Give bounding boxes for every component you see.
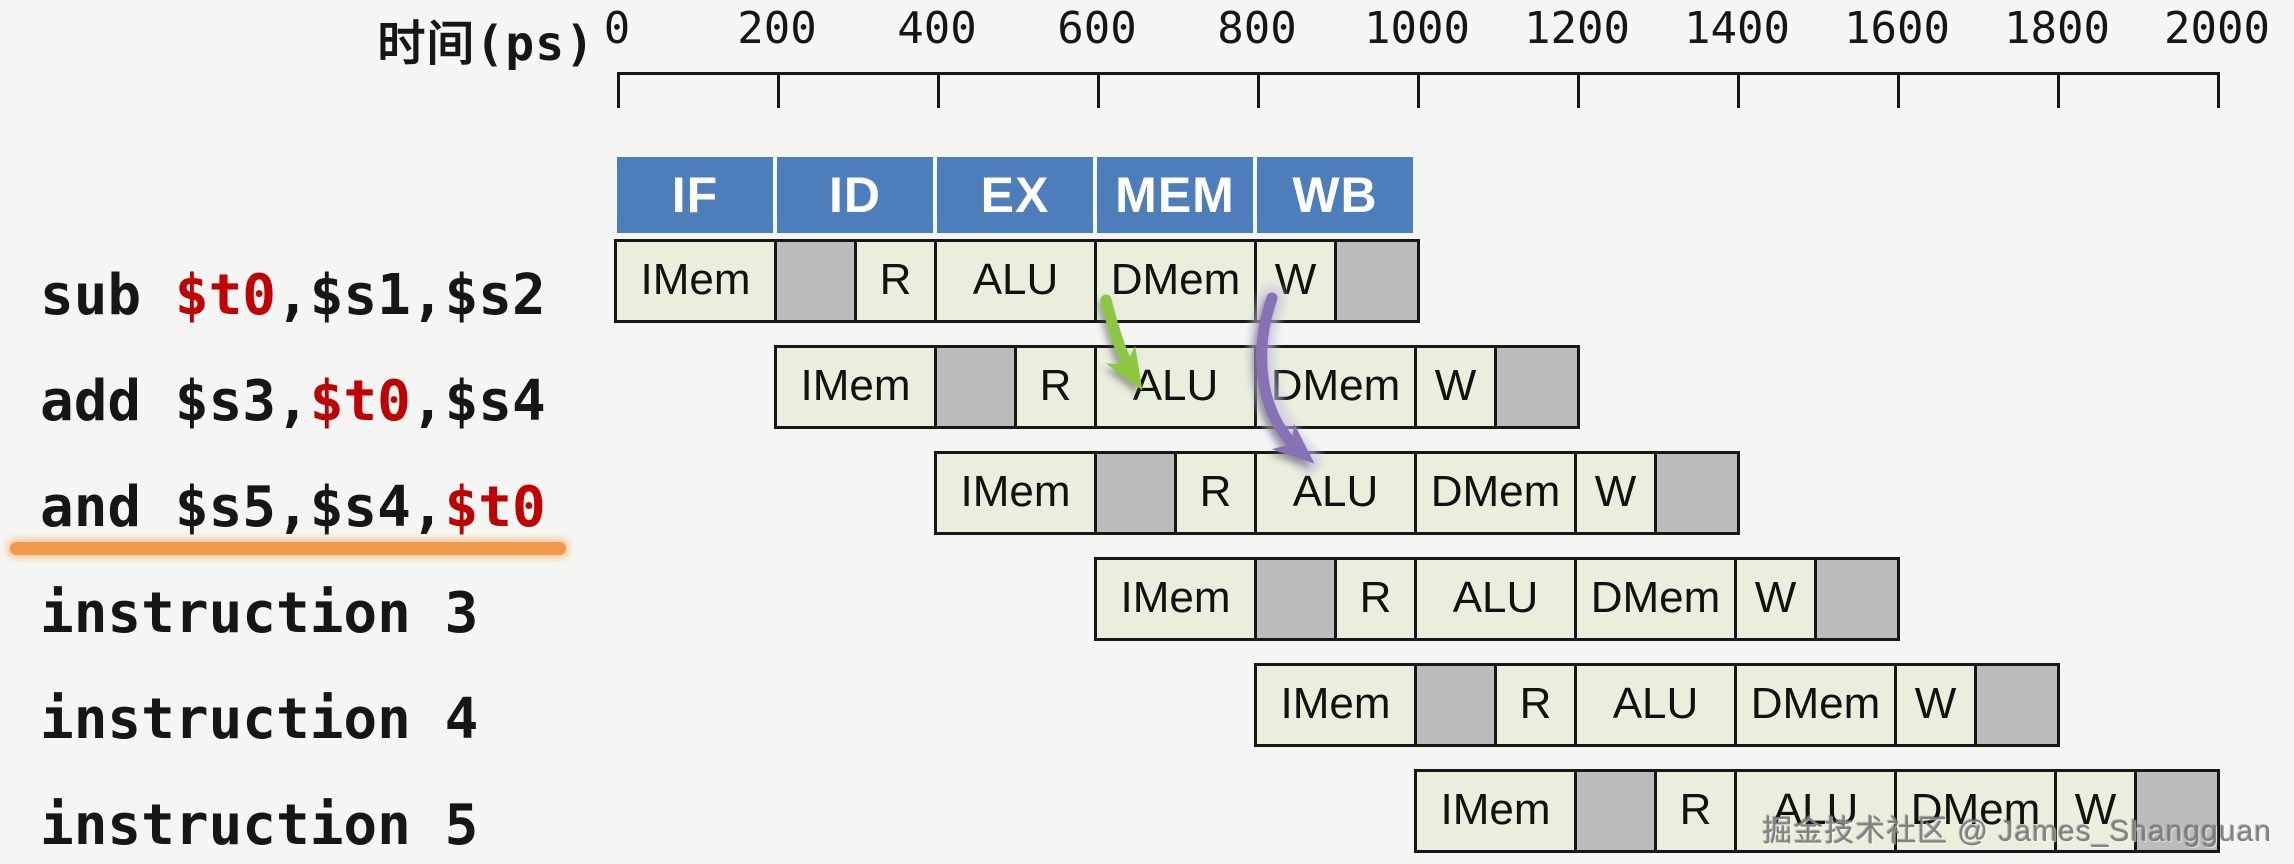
instruction-label-instruction-3: instruction 3 bbox=[40, 571, 478, 655]
pipeline-cell-idle bbox=[1577, 772, 1657, 850]
pipeline-cell-imem: IMem bbox=[1257, 666, 1417, 744]
axis-tick-label: 1200 bbox=[1524, 3, 1630, 54]
pipeline-cell-alu: ALU bbox=[1417, 560, 1577, 638]
pipeline-cell-w: W bbox=[2057, 772, 2137, 850]
instruction-label-instruction-5: instruction 5 bbox=[40, 783, 478, 864]
pipeline-cell-dmem: DMem bbox=[1897, 772, 2057, 850]
axis-tick-mark bbox=[617, 72, 620, 108]
pipeline-cell-w: W bbox=[1257, 242, 1337, 320]
axis-tick-label: 1600 bbox=[1844, 3, 1950, 54]
instruction-text: ,$s4 bbox=[410, 368, 546, 434]
pipeline-cell-r: R bbox=[1497, 666, 1577, 744]
pipeline-cell-r: R bbox=[1177, 454, 1257, 532]
pipeline-cell-dmem: DMem bbox=[1577, 560, 1737, 638]
axis-tick-mark bbox=[1897, 72, 1900, 108]
time-axis-label: 时间(ps) bbox=[377, 16, 595, 72]
pipeline-cell-idle bbox=[1977, 666, 2057, 744]
pipeline-cell-idle bbox=[1337, 242, 1417, 320]
pipeline-cell-w: W bbox=[1897, 666, 1977, 744]
pipeline-cell-r: R bbox=[857, 242, 937, 320]
register-operand-red: $t0 bbox=[444, 474, 546, 540]
pipeline-cell-idle bbox=[1417, 666, 1497, 744]
stage-header-cell-if: IF bbox=[617, 157, 773, 233]
pipeline-cell-w: W bbox=[1737, 560, 1817, 638]
axis-tick-mark bbox=[1257, 72, 1260, 108]
instruction-text: ,$s1,$s2 bbox=[276, 262, 546, 328]
pipeline-cell-imem: IMem bbox=[1097, 560, 1257, 638]
stage-header-cell-id: ID bbox=[777, 157, 933, 233]
instruction-text: instruction 4 bbox=[40, 686, 479, 752]
pipeline-cell-idle bbox=[1497, 348, 1577, 426]
register-operand-red: $t0 bbox=[174, 262, 277, 328]
watermark: 掘金技术社区 @ James_Shangguan bbox=[1762, 815, 2272, 848]
axis-tick-mark bbox=[2057, 72, 2060, 108]
axis-tick-label: 0 bbox=[603, 3, 631, 54]
pipeline-cell-idle bbox=[1097, 454, 1177, 532]
pipeline-cell-alu: ALU bbox=[1737, 772, 1897, 850]
instruction-text: and $s5,$s4, bbox=[40, 474, 445, 540]
pipeline-cell-dmem: DMem bbox=[1417, 454, 1577, 532]
axis-tick-mark bbox=[1577, 72, 1580, 108]
stage-header-cell-mem: MEM bbox=[1097, 157, 1253, 233]
axis-tick-mark bbox=[937, 72, 940, 108]
pipeline-cell-idle bbox=[2137, 772, 2217, 850]
pipeline-cell-dmem: DMem bbox=[1097, 242, 1257, 320]
instruction-text: add $s3, bbox=[40, 368, 310, 434]
pipeline-cell-imem: IMem bbox=[937, 454, 1097, 532]
pipeline-cell-w: W bbox=[1417, 348, 1497, 426]
pipeline-cell-idle bbox=[1817, 560, 1897, 638]
stage-header-cell-wb: WB bbox=[1257, 157, 1413, 233]
axis-tick-label: 600 bbox=[1057, 3, 1137, 54]
highlight-underline bbox=[10, 542, 566, 555]
pipeline-cell-dmem: DMem bbox=[1257, 348, 1417, 426]
pipeline-cell-alu: ALU bbox=[1577, 666, 1737, 744]
instruction-label-instruction-4: instruction 4 bbox=[40, 677, 478, 761]
axis-tick-label: 1400 bbox=[1684, 3, 1790, 54]
pipeline-cell-imem: IMem bbox=[617, 242, 777, 320]
pipeline-cell-idle bbox=[777, 242, 857, 320]
pipeline-cell-alu: ALU bbox=[937, 242, 1097, 320]
stage-header-cell-ex: EX bbox=[937, 157, 1093, 233]
axis-tick-mark bbox=[1737, 72, 1740, 108]
pipeline-cell-idle bbox=[1657, 454, 1737, 532]
instruction-label-sub: sub $t0,$s1,$s2 bbox=[40, 253, 546, 337]
axis-tick-label: 1000 bbox=[1364, 3, 1470, 54]
pipeline-cell-alu: ALU bbox=[1097, 348, 1257, 426]
axis-tick-label: 800 bbox=[1217, 3, 1297, 54]
pipeline-cell-imem: IMem bbox=[1417, 772, 1577, 850]
instruction-text: instruction 3 bbox=[40, 580, 479, 646]
axis-tick-label: 200 bbox=[737, 3, 817, 54]
axis-tick-mark bbox=[1417, 72, 1420, 108]
pipeline-cell-idle bbox=[1257, 560, 1337, 638]
pipeline-cell-idle bbox=[937, 348, 1017, 426]
pipeline-cell-alu: ALU bbox=[1257, 454, 1417, 532]
axis-tick-label: 1800 bbox=[2004, 3, 2110, 54]
axis-tick-label: 400 bbox=[897, 3, 977, 54]
pipeline-cell-imem: IMem bbox=[777, 348, 937, 426]
pipeline-cell-r: R bbox=[1017, 348, 1097, 426]
axis-tick-mark bbox=[2217, 72, 2220, 108]
instruction-label-add: add $s3,$t0,$s4 bbox=[40, 359, 546, 443]
register-operand-red: $t0 bbox=[309, 368, 411, 434]
instruction-text: sub bbox=[40, 262, 175, 328]
pipeline-cell-dmem: DMem bbox=[1737, 666, 1897, 744]
pipeline-cell-w: W bbox=[1577, 454, 1657, 532]
axis-tick-mark bbox=[777, 72, 780, 108]
instruction-label-and: and $s5,$s4,$t0 bbox=[40, 465, 546, 549]
pipeline-cell-r: R bbox=[1657, 772, 1737, 850]
instruction-text: instruction 5 bbox=[40, 792, 479, 858]
pipeline-cell-r: R bbox=[1337, 560, 1417, 638]
axis-tick-mark bbox=[1097, 72, 1100, 108]
axis-tick-label: 2000 bbox=[2164, 3, 2270, 54]
